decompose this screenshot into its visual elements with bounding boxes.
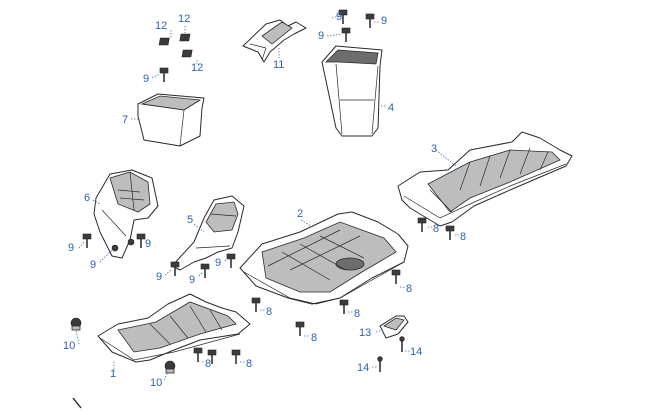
callout-14: 14	[410, 346, 422, 358]
callout-9: 9	[143, 73, 149, 85]
callout-8: 8	[205, 358, 211, 370]
part-3-rear-skid-plate	[397, 131, 573, 227]
callout-13: 13	[359, 327, 371, 339]
callout-5: 5	[187, 214, 193, 226]
callout-7: 7	[122, 114, 128, 126]
callout-3: 3	[431, 143, 437, 155]
callout-12: 12	[155, 20, 167, 32]
callout-2: 2	[297, 208, 303, 220]
callout-labels: 12 12 12 11 9 9 9 4 9 7 3 6 5 2 9 9 9 9 …	[63, 11, 466, 389]
callout-10: 10	[63, 340, 75, 352]
callout-9: 9	[381, 15, 387, 27]
callout-9: 9	[68, 242, 74, 254]
part-4-storage-bin	[321, 45, 387, 137]
callout-6: 6	[84, 192, 90, 204]
part-1-front-skid-plate	[97, 293, 251, 372]
part-2-center-skid-plate	[239, 211, 409, 305]
part-13-small-bracket	[375, 315, 409, 339]
part-7-tray-box	[131, 93, 205, 147]
part-12-clips	[158, 26, 198, 64]
callout-9: 9	[145, 238, 151, 250]
callout-8: 8	[433, 223, 439, 235]
callout-9: 9	[189, 274, 195, 286]
callout-9: 9	[336, 11, 342, 23]
callout-8: 8	[460, 231, 466, 243]
callout-12: 12	[178, 13, 190, 25]
callout-14: 14	[357, 362, 369, 374]
callout-8: 8	[406, 283, 412, 295]
leader-lines	[75, 15, 459, 381]
part-11-bracket	[242, 19, 307, 63]
callout-1: 1	[110, 368, 116, 380]
fasteners	[70, 9, 455, 374]
callout-9: 9	[156, 271, 162, 283]
part-5-center-guard	[171, 195, 245, 271]
callout-8: 8	[311, 332, 317, 344]
callout-8: 8	[266, 306, 272, 318]
callout-9: 9	[215, 257, 221, 269]
part-6-side-guard	[92, 169, 159, 259]
callout-10: 10	[150, 377, 162, 389]
callout-9: 9	[318, 30, 324, 42]
callout-4: 4	[388, 102, 394, 114]
callout-11: 11	[273, 59, 284, 71]
callout-8: 8	[246, 358, 252, 370]
callout-8: 8	[354, 308, 360, 320]
callout-9: 9	[90, 259, 96, 271]
publisher-logo-icon	[72, 397, 82, 409]
callout-12: 12	[191, 62, 203, 74]
